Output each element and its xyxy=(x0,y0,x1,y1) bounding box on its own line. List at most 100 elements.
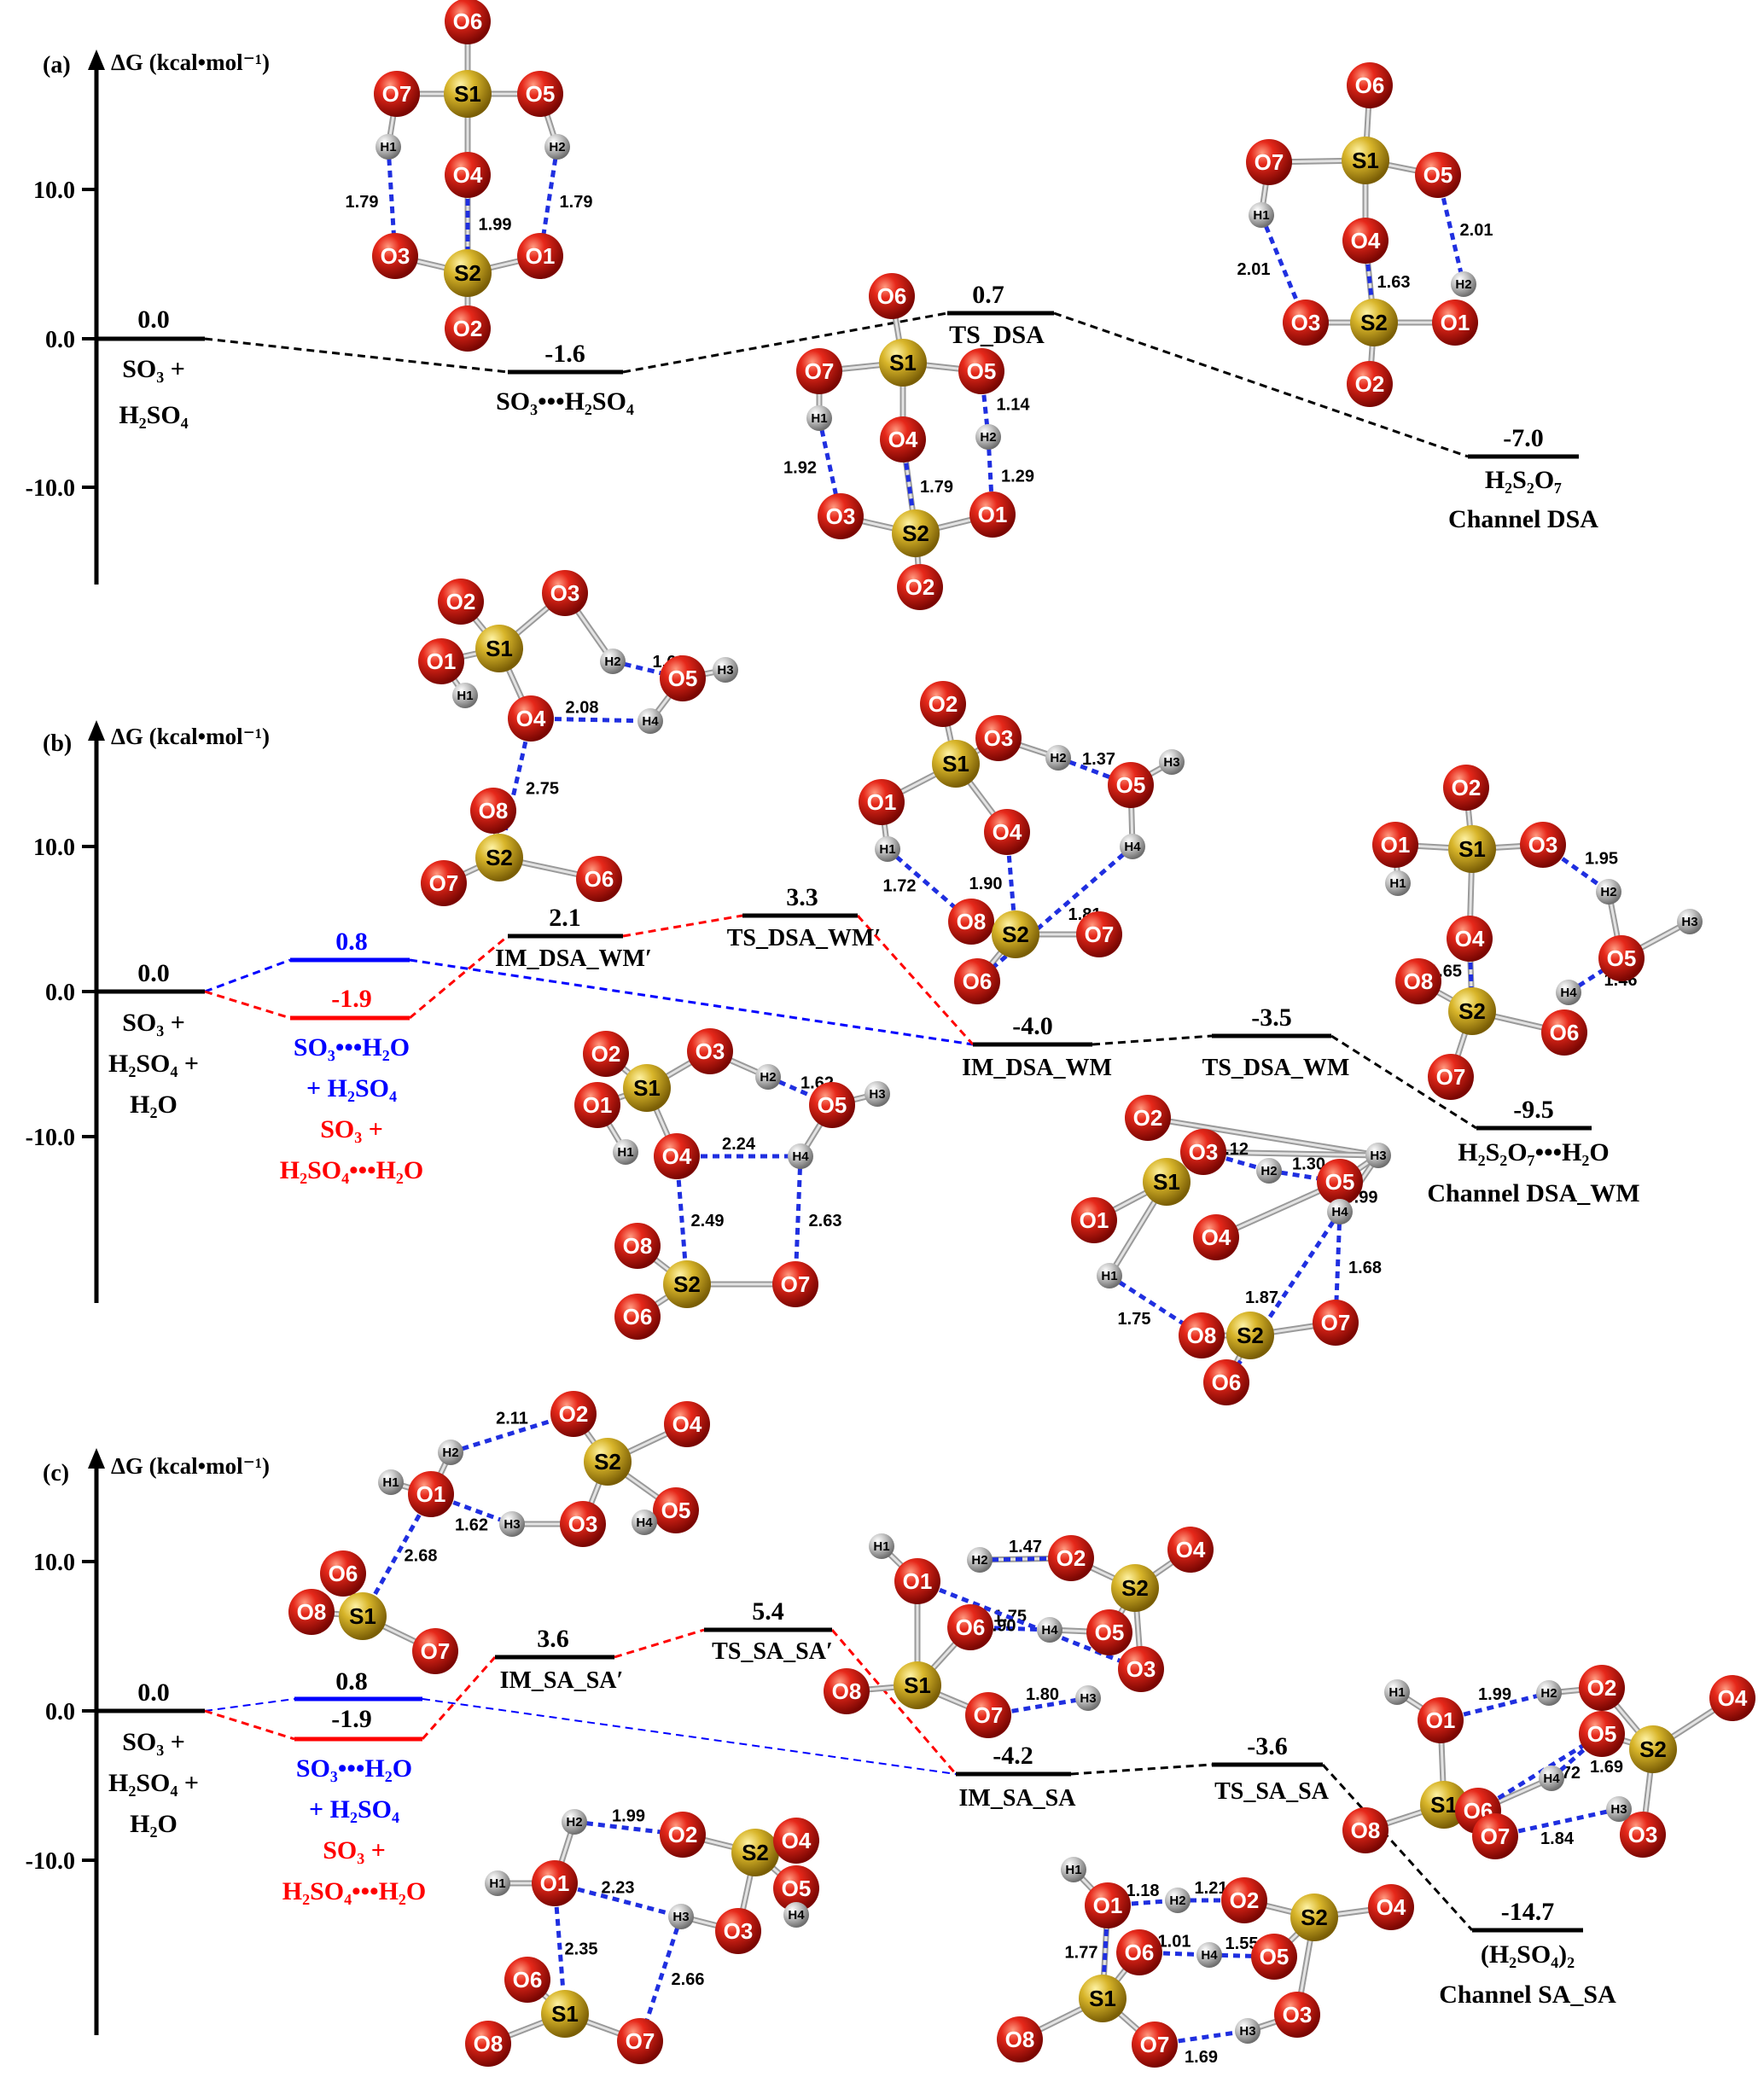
atom-label: S2 xyxy=(454,260,481,286)
atom-label: O8 xyxy=(474,2031,504,2056)
sulfur-atom: S2 xyxy=(892,509,940,557)
oxygen-atom: O4 xyxy=(1167,1527,1214,1573)
oxygen-atom: O2 xyxy=(897,564,943,610)
hydrogen-atom: H2 xyxy=(967,1547,993,1573)
atom-label: O2 xyxy=(668,1822,698,1847)
panel-b-label-line: H₂O xyxy=(130,1091,178,1119)
atom-sphere xyxy=(920,681,966,727)
atom-label: H4 xyxy=(1201,1948,1218,1963)
oxygen-atom: O8 xyxy=(1179,1312,1225,1358)
atom-label: S2 xyxy=(902,521,929,546)
hydrogen-atom: H3 xyxy=(499,1511,525,1537)
atom-label: O7 xyxy=(1436,1064,1466,1090)
atom-label: O5 xyxy=(967,358,997,384)
atom-label: O8 xyxy=(1351,1818,1381,1843)
bond-distance-label: 1.79 xyxy=(560,193,593,212)
sulfur-atom: S1 xyxy=(1448,825,1496,873)
atom-sphere xyxy=(1451,271,1476,297)
atom-sphere xyxy=(412,1628,458,1674)
sulfur-atom: S1 xyxy=(1143,1158,1191,1206)
atom-label: O5 xyxy=(782,1876,812,1901)
oxygen-atom: O3 xyxy=(1520,822,1566,868)
panel-c-label-line: + H₂SO₄ xyxy=(309,1795,399,1824)
hydrogen-bond xyxy=(538,146,560,257)
sulfur-atom: S1 xyxy=(932,740,980,788)
atom-label: H3 xyxy=(1163,755,1179,770)
atom-sphere xyxy=(668,1904,694,1929)
atom-label: H3 xyxy=(717,663,733,678)
atom-label: O1 xyxy=(583,1092,613,1118)
panel-c-black-path xyxy=(1070,1763,1474,1932)
hydrogen-atom: H1 xyxy=(806,405,832,431)
oxygen-atom: O2 xyxy=(660,1812,706,1858)
oxygen-atom: O3 xyxy=(818,493,864,539)
atom-sphere xyxy=(517,233,563,279)
oxygen-atom: O1 xyxy=(894,1558,940,1604)
hydrogen-atom: H3 xyxy=(668,1904,694,1929)
atom-sphere xyxy=(772,1261,818,1307)
bond-distance-label: 1.90 xyxy=(969,875,1003,893)
oxygen-atom: O8 xyxy=(288,1589,335,1635)
panel-c-label-line: H₂SO₄•••H₂O xyxy=(282,1877,427,1905)
atom-label: O7 xyxy=(974,1702,1004,1728)
atom-sphere xyxy=(576,856,622,902)
oxygen-atom: O5 xyxy=(1251,1934,1297,1980)
atom-label: H2 xyxy=(1169,1893,1185,1908)
atom-sphere xyxy=(632,1510,657,1535)
panel-b-black-path xyxy=(1092,1034,1477,1130)
panel-b-tick-label: -10.0 xyxy=(26,1125,75,1151)
atom-label: H1 xyxy=(1065,1863,1081,1877)
atom-label: O5 xyxy=(818,1092,847,1118)
covalent-bond-highlight xyxy=(1202,1150,1380,1157)
atom-sphere xyxy=(1045,745,1071,771)
atom-label: H3 xyxy=(1610,1802,1627,1817)
oxygen-atom: O5 xyxy=(773,1865,819,1911)
atom-label: O2 xyxy=(1355,371,1385,397)
oxygen-atom: O1 xyxy=(1071,1197,1117,1243)
atom-label: O7 xyxy=(1140,2032,1170,2057)
atom-sphere xyxy=(664,1401,710,1447)
bond-distance-label: 2.01 xyxy=(1237,260,1271,279)
atom-sphere xyxy=(339,1592,387,1640)
oxygen-atom: O4 xyxy=(664,1401,710,1447)
sulfur-atom: S1 xyxy=(339,1592,387,1640)
atom-label: O2 xyxy=(1230,1888,1260,1913)
hydrogen-bond xyxy=(386,146,398,257)
oxygen-atom: O3 xyxy=(1118,1646,1164,1692)
oxygen-atom: O1 xyxy=(859,779,905,825)
atom-label: O2 xyxy=(453,316,483,341)
panel-c-value: 0.8 xyxy=(335,1667,368,1696)
oxygen-atom: O8 xyxy=(470,788,516,834)
atom-sphere xyxy=(1125,1095,1171,1141)
hydrogen-atom: H2 xyxy=(1165,1888,1191,1913)
hydrogen-atom: H3 xyxy=(713,657,738,683)
oxygen-atom: O8 xyxy=(948,899,994,945)
panel-b-label-line: H₂SO₄•••H₂O xyxy=(280,1156,424,1184)
atom-label: O1 xyxy=(1426,1707,1456,1733)
atom-sphere xyxy=(1193,1214,1239,1260)
atom-label: H3 xyxy=(672,1910,689,1924)
sulfur-atom: S2 xyxy=(663,1260,711,1308)
atom-label: O4 xyxy=(453,162,483,188)
atom-sphere xyxy=(1415,152,1461,198)
atom-label: S1 xyxy=(889,350,917,375)
panel-a-label-line: H₂SO₄ xyxy=(119,401,188,429)
panel-b-label-line: Channel DSA_WM xyxy=(1427,1179,1639,1207)
panel-a-reaction-path xyxy=(204,311,1469,458)
atom-sphere xyxy=(438,579,484,625)
atom-label: S1 xyxy=(633,1075,661,1101)
panel-b-value: -1.9 xyxy=(331,985,372,1013)
atom-sphere xyxy=(1472,1813,1518,1859)
oxygen-atom: O2 xyxy=(920,681,966,727)
atom-sphere xyxy=(445,152,491,198)
atom-sphere xyxy=(614,1223,661,1269)
atom-label: O6 xyxy=(1355,73,1385,98)
panel-c-tick-label: -10.0 xyxy=(26,1848,75,1875)
hydrogen-bond xyxy=(554,1881,682,1919)
atom-sphere xyxy=(1290,1893,1338,1941)
atom-label: H4 xyxy=(1560,986,1577,1000)
oxygen-atom: O8 xyxy=(465,2021,511,2067)
atom-label: S2 xyxy=(1002,922,1029,947)
